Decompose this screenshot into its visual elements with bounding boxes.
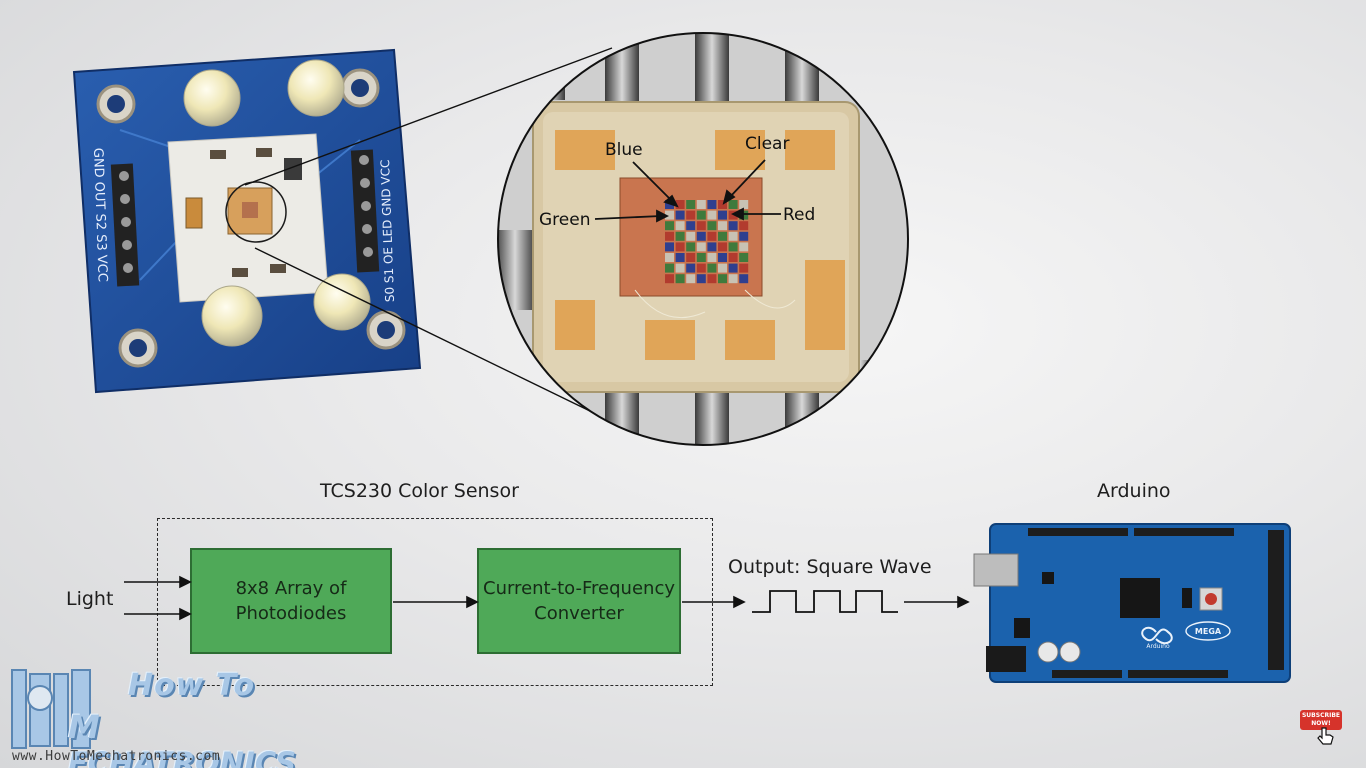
logo-line1: How To: [128, 668, 255, 703]
arduino-model-text: MEGA: [1195, 627, 1222, 636]
arduino-title: Arduino: [1097, 480, 1171, 502]
subscribe-line1: SUBSCRIBE: [1300, 712, 1342, 720]
arduino-brand-text: Arduino: [1146, 643, 1170, 650]
logo-line2-prefix: M: [68, 708, 100, 746]
cursor-hand-icon: [1316, 726, 1336, 746]
howtomechatronics-logo: How To M ECHATRONICS www.HowToMechatroni…: [8, 662, 268, 762]
square-wave: [752, 591, 898, 612]
arduino-mega-board: Arduino MEGA: [968, 520, 1294, 686]
logo-url: www.HowToMechatronics.com: [12, 749, 220, 764]
